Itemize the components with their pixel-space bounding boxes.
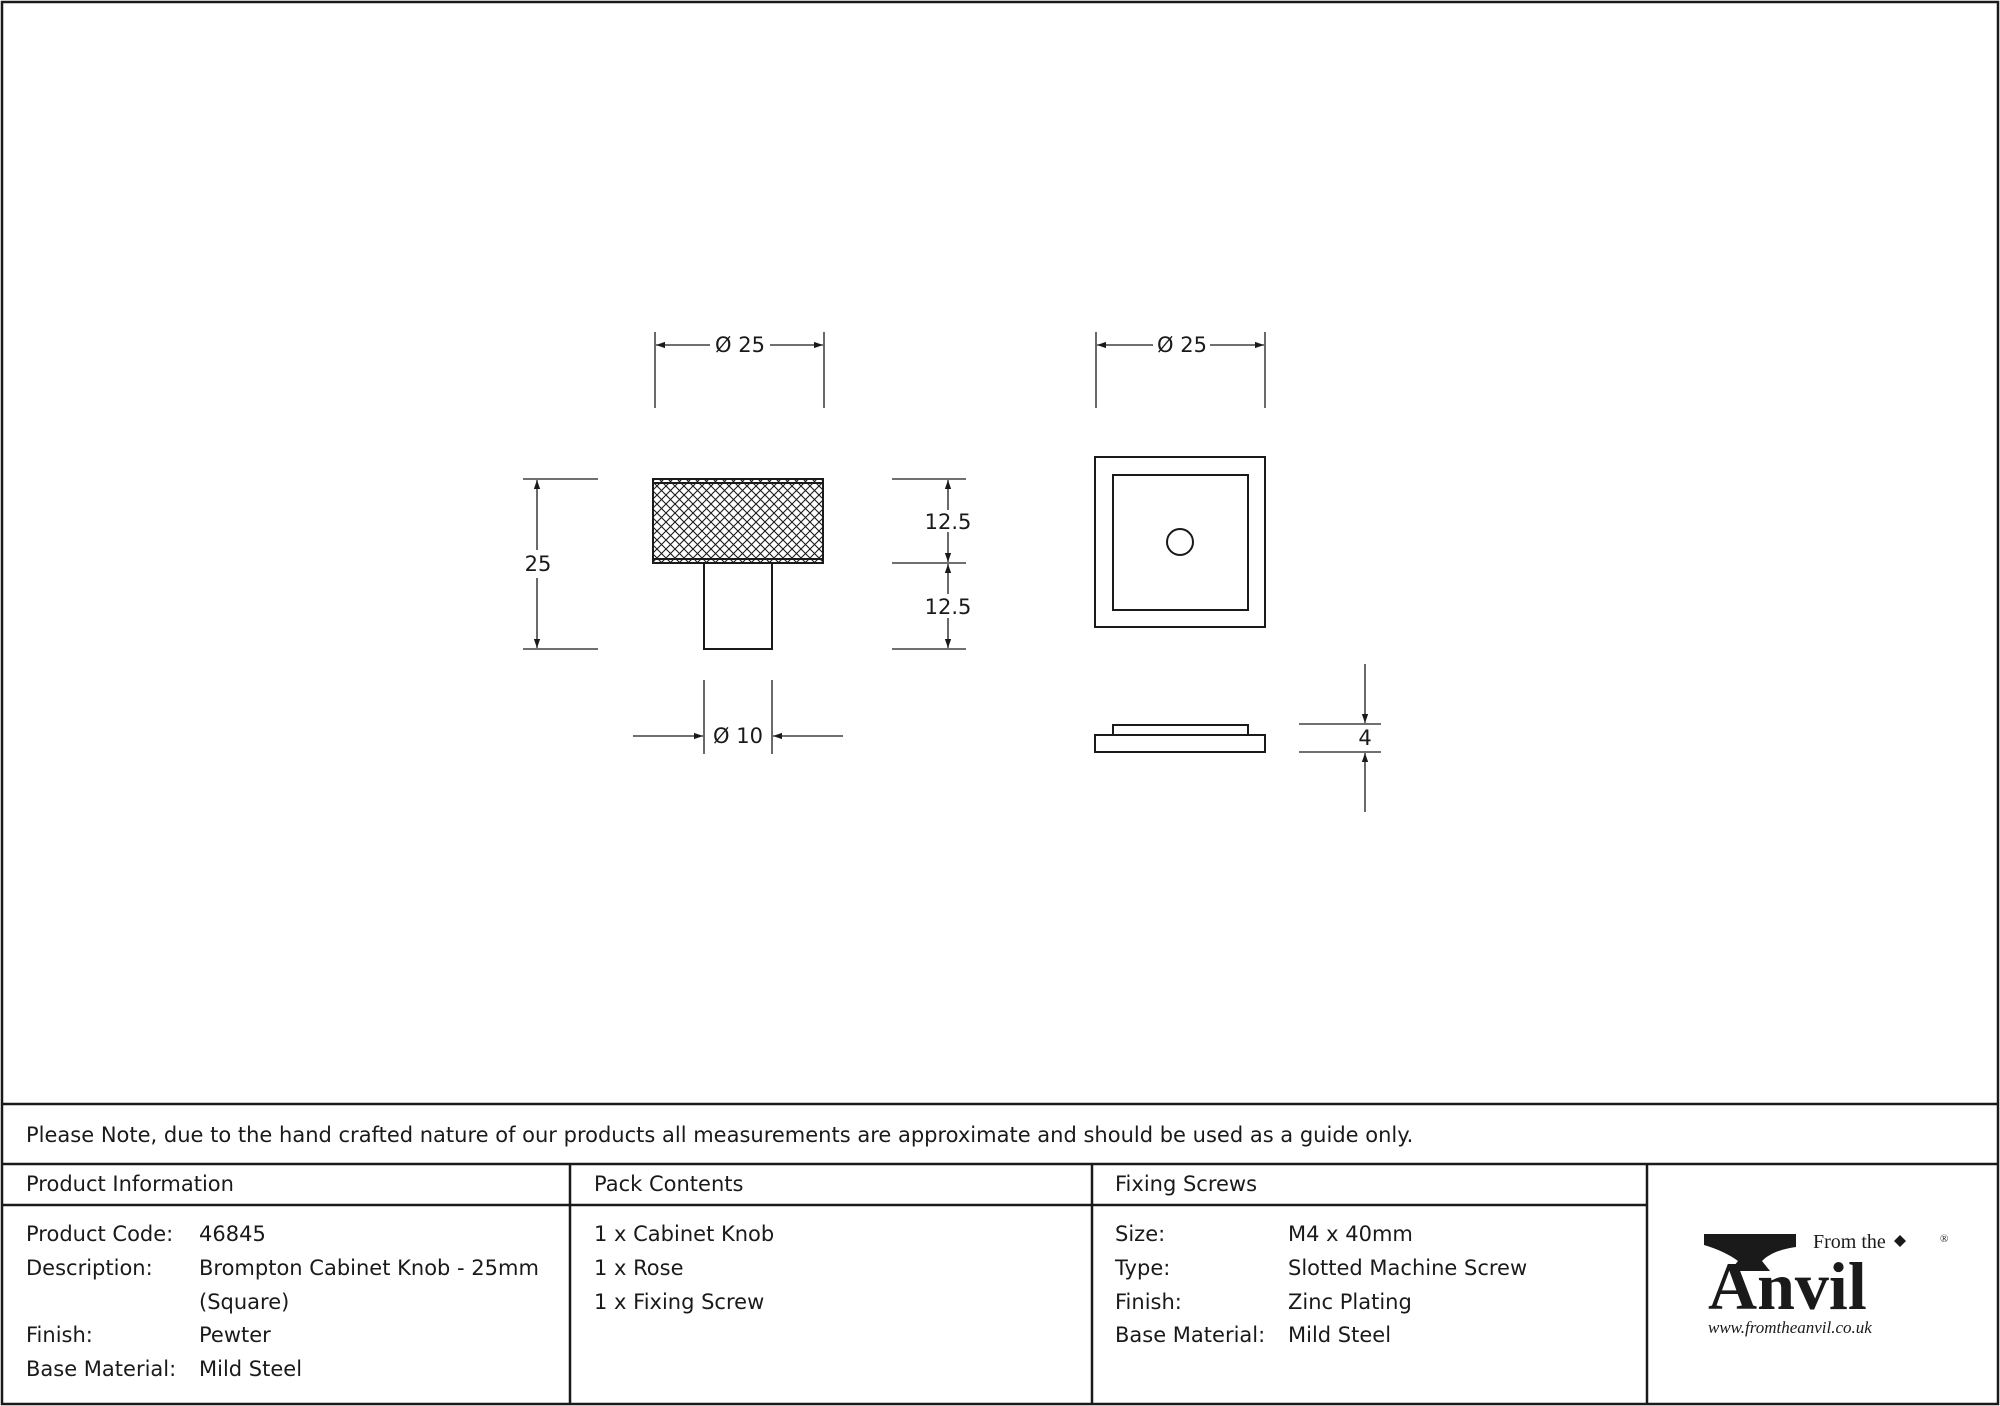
screw-size-value: M4 x 40mm — [1288, 1222, 1413, 1246]
dim-rose-width — [1095, 332, 1266, 408]
base-material-value: Mild Steel — [199, 1357, 303, 1381]
rose-front-view — [1094, 456, 1266, 628]
logo-url: www.fromtheanvil.co.uk — [1708, 1318, 1872, 1337]
dim-label-knob-upper-height: 12.5 — [925, 510, 972, 534]
screw-size-label: Size: — [1115, 1222, 1166, 1246]
dim-label-knob-top-width: Ø 25 — [715, 333, 765, 357]
pack-contents-header: Pack Contents — [594, 1172, 744, 1196]
screw-finish-value: Zinc Plating — [1288, 1290, 1412, 1314]
product-code-label: Product Code: — [26, 1222, 174, 1246]
screw-type-label: Type: — [1115, 1256, 1171, 1280]
dim-knob-top-width — [654, 332, 825, 408]
knurled-knob-head — [652, 478, 824, 564]
rose-side-view — [1094, 724, 1266, 753]
measurement-note: Please Note, due to the hand crafted nat… — [26, 1123, 1414, 1147]
dim-label-knob-lower-height: 12.5 — [925, 595, 972, 619]
logo-anvil-wordmark: Anvil — [1708, 1248, 1867, 1324]
screw-finish-label: Finish: — [1115, 1290, 1182, 1314]
description-value-cont: (Square) — [199, 1290, 290, 1314]
diamond-icon — [1894, 1235, 1906, 1247]
screw-material-value: Mild Steel — [1288, 1323, 1392, 1347]
pack-item-screw: 1 x Fixing Screw — [594, 1290, 765, 1314]
base-material-label: Base Material: — [26, 1357, 177, 1381]
logo-from-the: From the — [1813, 1231, 1886, 1253]
description-value: Brompton Cabinet Knob - 25mm — [199, 1256, 539, 1280]
dim-knob-height — [523, 478, 598, 650]
product-code-value: 46845 — [199, 1222, 266, 1246]
info-table-grid — [2, 1102, 1998, 1404]
dim-label-knob-stem: Ø 10 — [713, 724, 763, 748]
description-label: Description: — [26, 1256, 153, 1280]
logo-registered: ® — [1940, 1233, 1948, 1245]
finish-label: Finish: — [26, 1323, 93, 1347]
fixing-screws-header: Fixing Screws — [1115, 1172, 1258, 1196]
pack-item-knob: 1 x Cabinet Knob — [594, 1222, 775, 1246]
from-the-anvil-logo: From the ® Anvil www.fromtheanvil.co.uk — [1704, 1231, 1948, 1337]
dim-label-rose-width: Ø 25 — [1157, 333, 1207, 357]
dim-rose-thickness — [1299, 664, 1381, 812]
dim-knob-stem — [633, 680, 843, 754]
pack-item-rose: 1 x Rose — [594, 1256, 684, 1280]
dim-label-rose-thickness: 4 — [1358, 726, 1371, 750]
dim-knob-split-heights — [892, 478, 966, 650]
screw-type-value: Slotted Machine Screw — [1288, 1256, 1528, 1280]
dim-label-knob-height: 25 — [525, 552, 552, 576]
knob-stem — [703, 562, 773, 650]
anvil-icon — [1704, 1234, 1796, 1271]
finish-value: Pewter — [199, 1323, 271, 1347]
knob-side-view — [652, 478, 824, 650]
product-info-header: Product Information — [26, 1172, 234, 1196]
screw-material-label: Base Material: — [1115, 1323, 1266, 1347]
